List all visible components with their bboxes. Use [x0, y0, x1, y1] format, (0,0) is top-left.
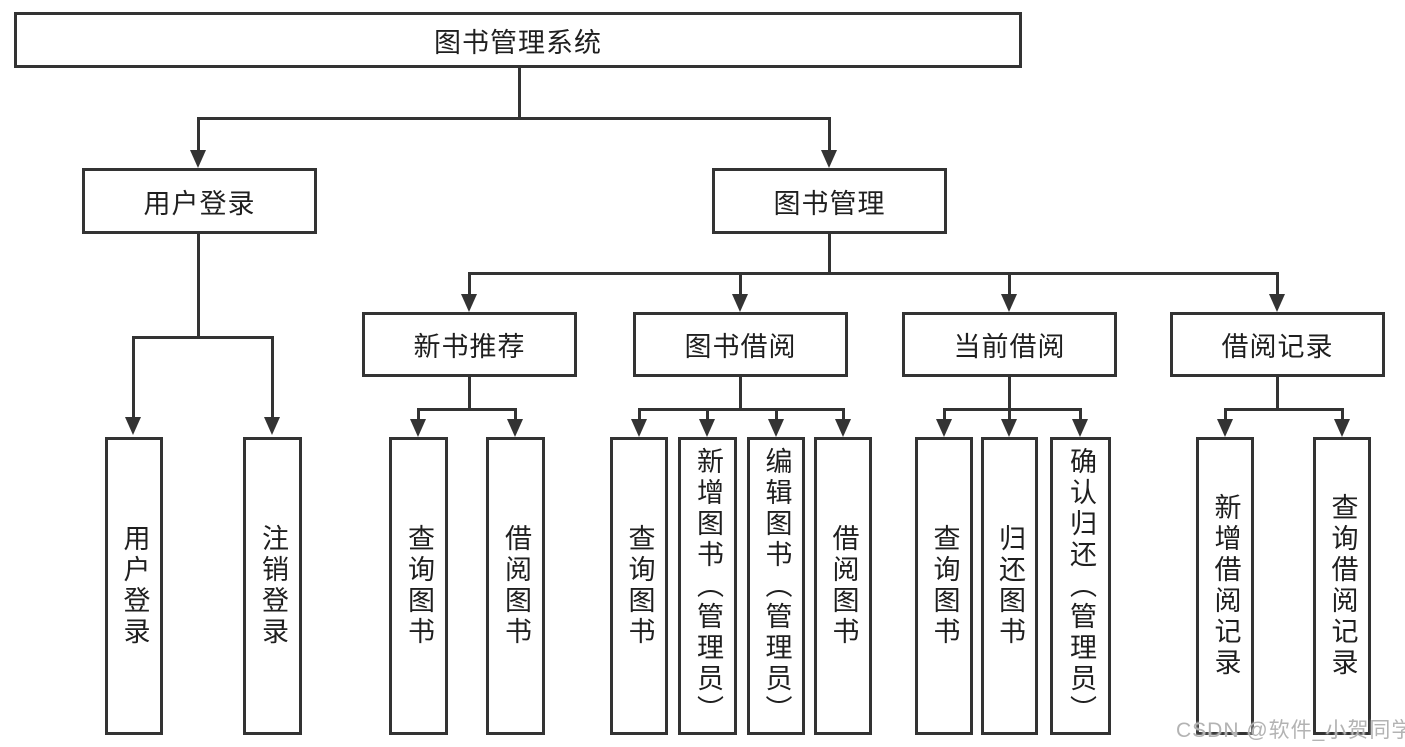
node-leaf-recommend-query-books: 查询图书 [389, 437, 448, 735]
node-root: 图书管理系统 [14, 12, 1022, 68]
connector-records-drop-2 [1341, 411, 1344, 419]
connector-current-stem [1008, 377, 1011, 408]
connector-user-branch [132, 336, 274, 339]
node-borrow-records: 借阅记录 [1170, 312, 1385, 377]
connector-current-drop-2 [1008, 411, 1011, 419]
node-user-login-label: 用户登录 [143, 188, 256, 219]
connector-current-drop-3 [1079, 411, 1082, 419]
node-leaf-add-borrow-record-label: 新增借阅记录 [1210, 493, 1241, 679]
node-leaf-current-query-books: 查询图书 [915, 437, 973, 735]
connector-user-drop-1 [132, 339, 135, 417]
node-leaf-query-borrow-record-label: 查询借阅记录 [1327, 493, 1358, 679]
node-book-management: 图书管理 [712, 168, 947, 234]
node-user-login: 用户登录 [82, 168, 317, 234]
node-leaf-borrow-books-label: 借阅图书 [828, 524, 859, 648]
node-leaf-borrow-books: 借阅图书 [814, 437, 872, 735]
node-book-borrow-label: 图书借阅 [684, 332, 797, 362]
connector-user-stem [197, 234, 200, 336]
arrowhead-down-icon [1001, 294, 1017, 312]
node-leaf-edit-books-admin: 编辑图书（管理员） [747, 437, 805, 735]
connector-records-branch [1224, 408, 1344, 411]
node-leaf-add-books-admin-label: 新增图书（管理员） [693, 446, 723, 726]
arrowhead-down-icon [631, 419, 647, 437]
node-leaf-borrow-query-books-label: 查询图书 [624, 524, 655, 648]
node-leaf-logout: 注销登录 [243, 437, 302, 735]
connector-l3-drop-2 [739, 275, 742, 294]
connector-recommend-branch [417, 408, 517, 411]
arrowhead-down-icon [936, 419, 952, 437]
node-leaf-current-query-books-label: 查询图书 [929, 524, 960, 648]
node-leaf-recommend-query-books-label: 查询图书 [404, 524, 434, 648]
arrowhead-down-icon [768, 419, 784, 437]
connector-l3-drop-1 [468, 275, 471, 294]
arrowhead-down-icon [821, 150, 837, 168]
watermark: CSDN @软件_小贺同学 [1176, 719, 1405, 742]
node-leaf-edit-books-admin-label: 编辑图书（管理员） [761, 446, 792, 726]
connector-current-drop-1 [943, 411, 946, 419]
arrowhead-down-icon [1217, 419, 1233, 437]
arrowhead-down-icon [190, 150, 206, 168]
connector-records-drop-1 [1224, 411, 1227, 419]
node-current-borrow: 当前借阅 [902, 312, 1117, 377]
arrowhead-down-icon [1334, 419, 1350, 437]
connector-l2-branch [197, 117, 831, 120]
connector-borrow-drop-1 [638, 411, 641, 419]
connector-root-stem [518, 68, 521, 117]
arrowhead-down-icon [1269, 294, 1285, 312]
connector-borrow-branch [638, 408, 845, 411]
node-leaf-user-login: 用户登录 [105, 437, 163, 735]
arrowhead-down-icon [461, 294, 477, 312]
connector-borrow-drop-2 [706, 411, 709, 419]
node-leaf-return-books: 归还图书 [981, 437, 1038, 735]
connector-borrow-stem [739, 377, 742, 408]
connector-borrow-drop-4 [842, 411, 845, 419]
arrowhead-down-icon [699, 419, 715, 437]
connector-user-drop-2 [271, 339, 274, 417]
node-root-label: 图书管理系统 [434, 27, 602, 58]
arrowhead-down-icon [264, 417, 280, 435]
arrowhead-down-icon [835, 419, 851, 437]
connector-l3-branch [468, 272, 1279, 275]
arrowhead-down-icon [1001, 419, 1017, 437]
node-leaf-confirm-return-admin-label: 确认归还（管理员） [1066, 446, 1096, 726]
connector-l3-drop-3 [1008, 275, 1011, 294]
arrowhead-down-icon [507, 419, 523, 437]
node-leaf-user-login-label: 用户登录 [119, 524, 150, 648]
connector-records-stem [1276, 377, 1279, 408]
connector-l2-left-drop [197, 120, 200, 151]
connector-l3-drop-4 [1276, 275, 1279, 294]
node-leaf-recommend-borrow-books: 借阅图书 [486, 437, 545, 735]
connector-mgmt-stem [828, 234, 831, 272]
node-leaf-query-borrow-record: 查询借阅记录 [1313, 437, 1371, 735]
arrowhead-down-icon [410, 419, 426, 437]
arrowhead-down-icon [732, 294, 748, 312]
connector-borrow-drop-3 [775, 411, 778, 419]
node-current-borrow-label: 当前借阅 [953, 332, 1066, 362]
node-new-book-recommend-label: 新书推荐 [413, 332, 526, 362]
node-leaf-confirm-return-admin: 确认归还（管理员） [1050, 437, 1111, 735]
connector-l2-right-drop [828, 120, 831, 151]
node-leaf-return-books-label: 归还图书 [995, 524, 1025, 648]
arrowhead-down-icon [125, 417, 141, 435]
connector-current-branch [943, 408, 1082, 411]
node-leaf-add-borrow-record: 新增借阅记录 [1196, 437, 1254, 735]
connector-recommend-stem [468, 377, 471, 408]
node-book-borrow: 图书借阅 [633, 312, 848, 377]
connector-recommend-drop-1 [417, 411, 420, 419]
node-leaf-borrow-query-books: 查询图书 [610, 437, 668, 735]
node-new-book-recommend: 新书推荐 [362, 312, 577, 377]
connector-recommend-drop-2 [514, 411, 517, 419]
node-borrow-records-label: 借阅记录 [1221, 332, 1334, 362]
node-leaf-add-books-admin: 新增图书（管理员） [678, 437, 737, 735]
node-book-management-label: 图书管理 [773, 188, 886, 219]
node-leaf-recommend-borrow-books-label: 借阅图书 [501, 524, 531, 648]
node-leaf-logout-label: 注销登录 [258, 524, 288, 648]
arrowhead-down-icon [1072, 419, 1088, 437]
